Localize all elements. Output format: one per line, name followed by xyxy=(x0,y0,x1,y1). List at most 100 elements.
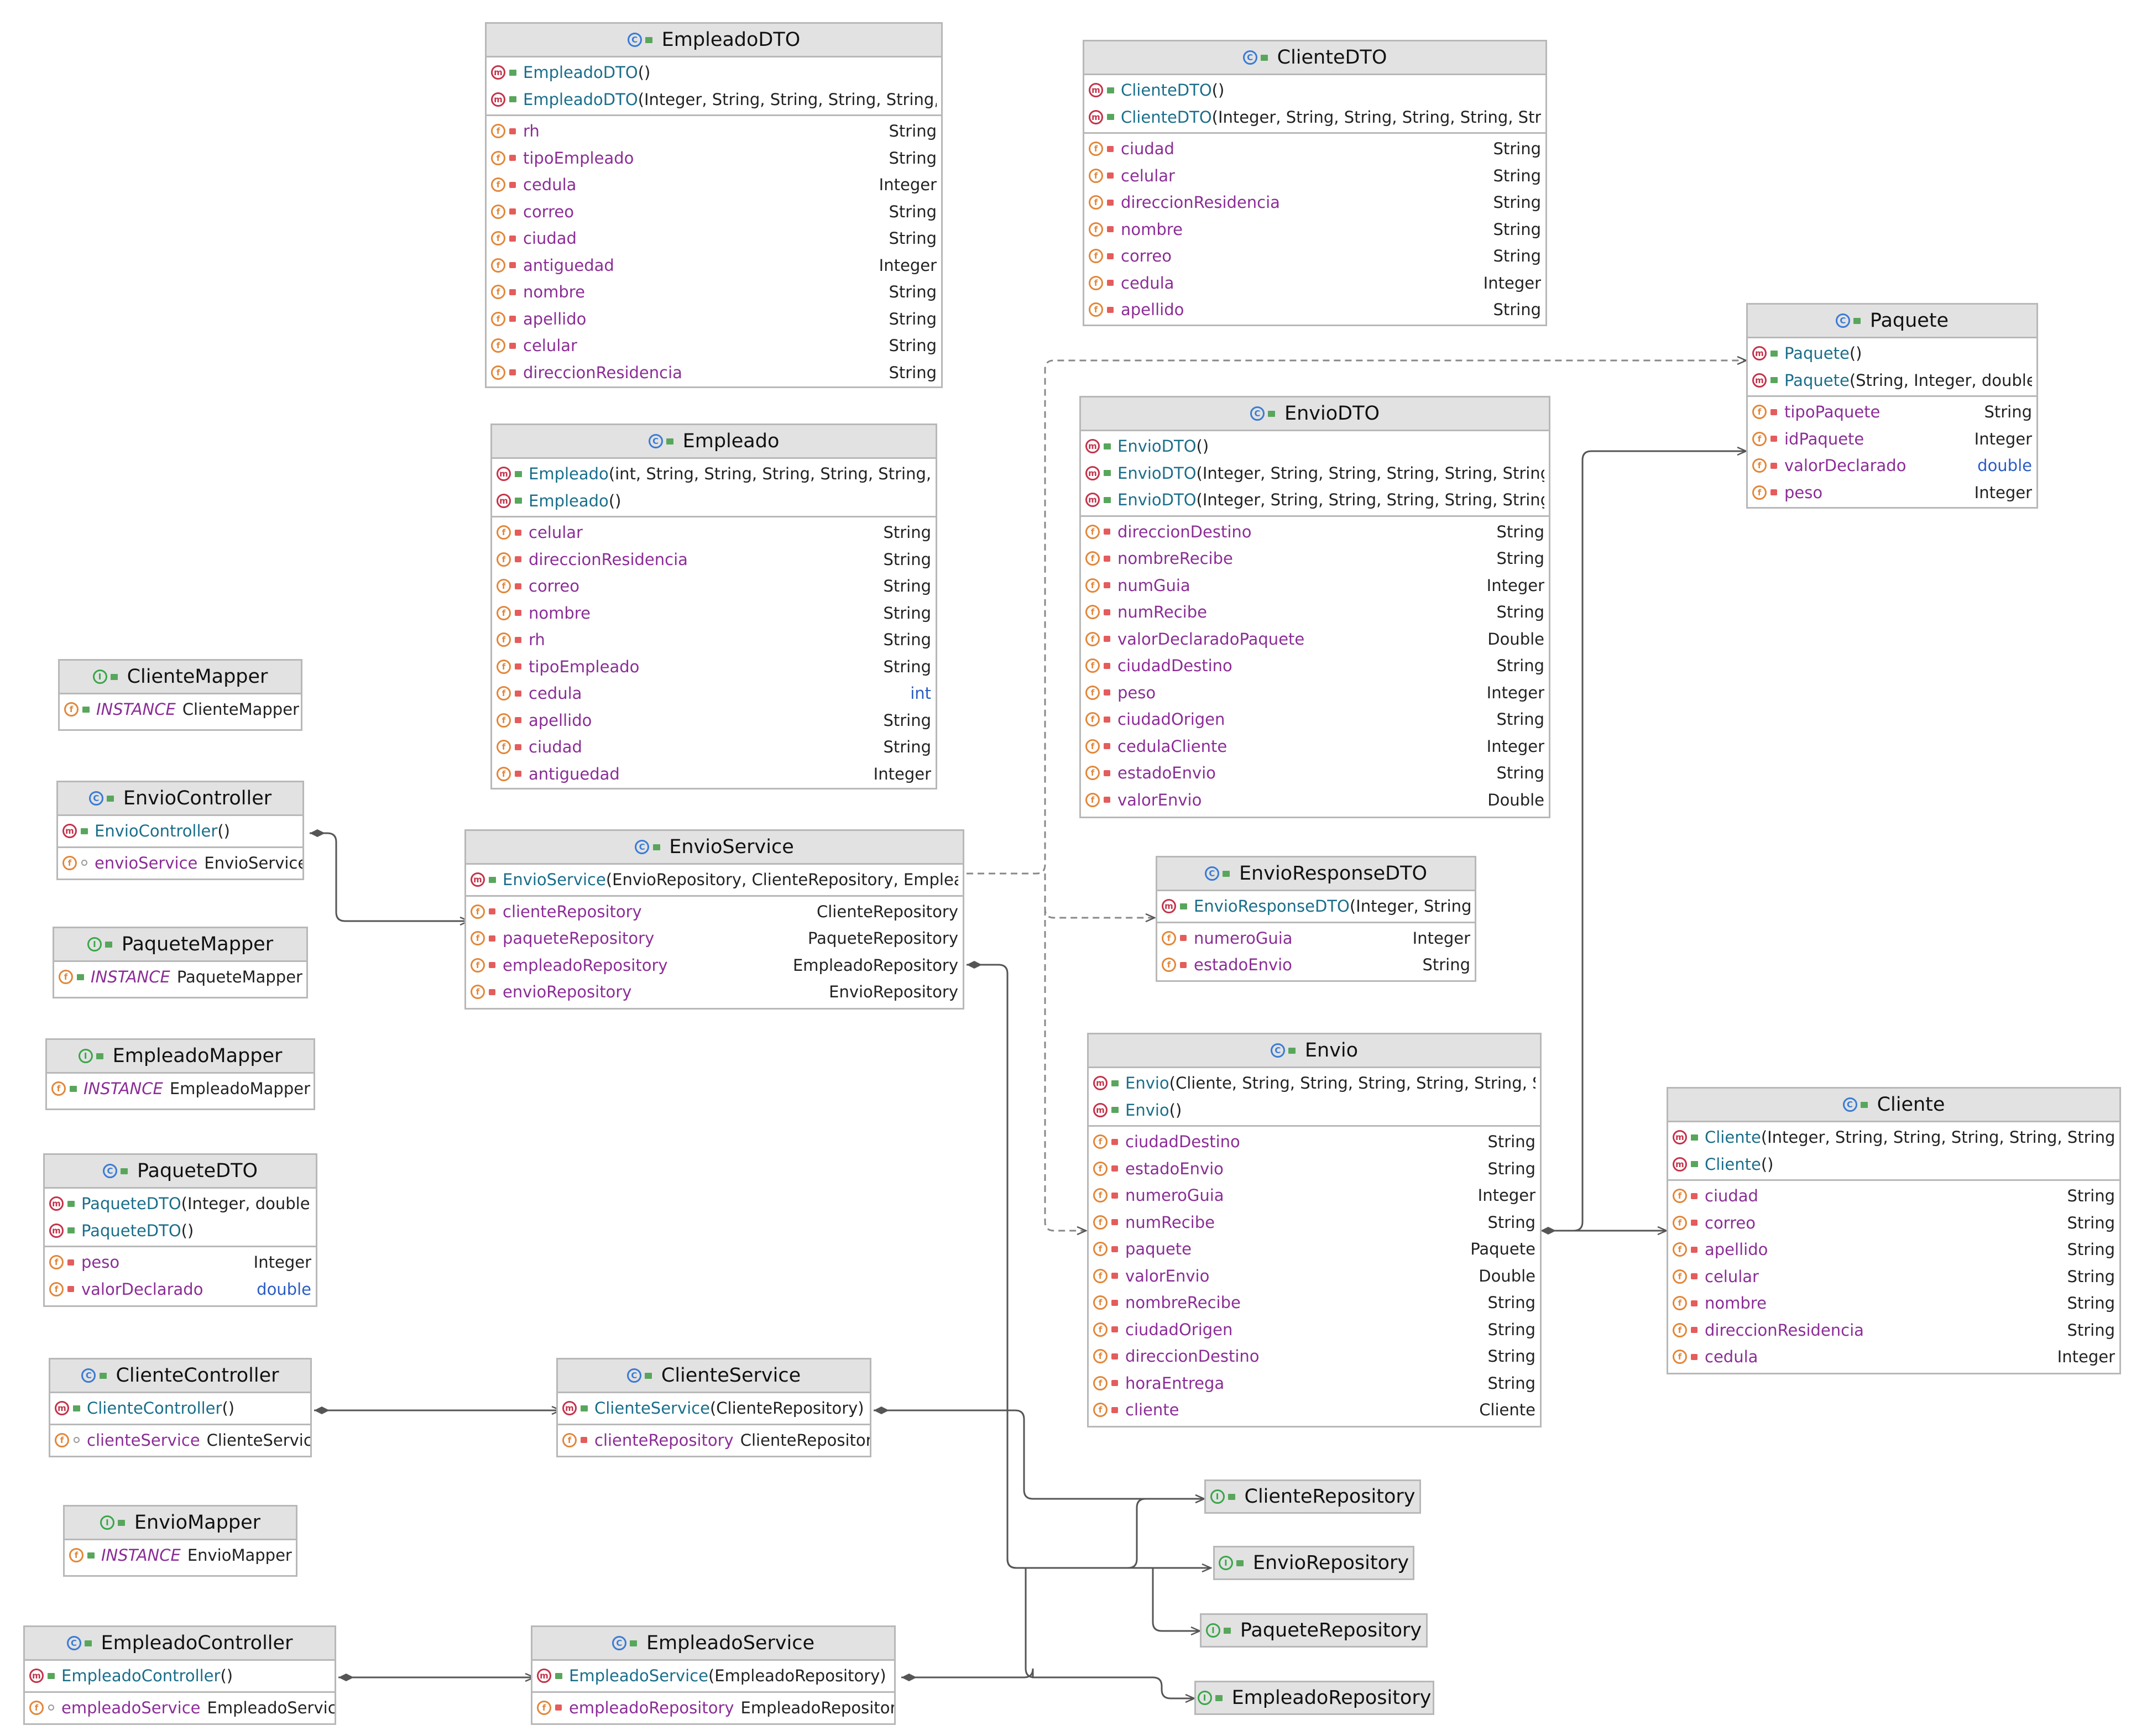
interface-clienterepository[interactable]: I ClienteRepository xyxy=(1204,1479,1421,1514)
interface-enviorepository[interactable]: I EnvioRepository xyxy=(1213,1546,1414,1580)
interface-empleadorepository[interactable]: I EmpleadoRepository xyxy=(1194,1681,1434,1715)
field-row[interactable]: fclienteServiceClienteService xyxy=(50,1427,310,1454)
interface-paqueterepository[interactable]: I PaqueteRepository xyxy=(1200,1613,1428,1648)
